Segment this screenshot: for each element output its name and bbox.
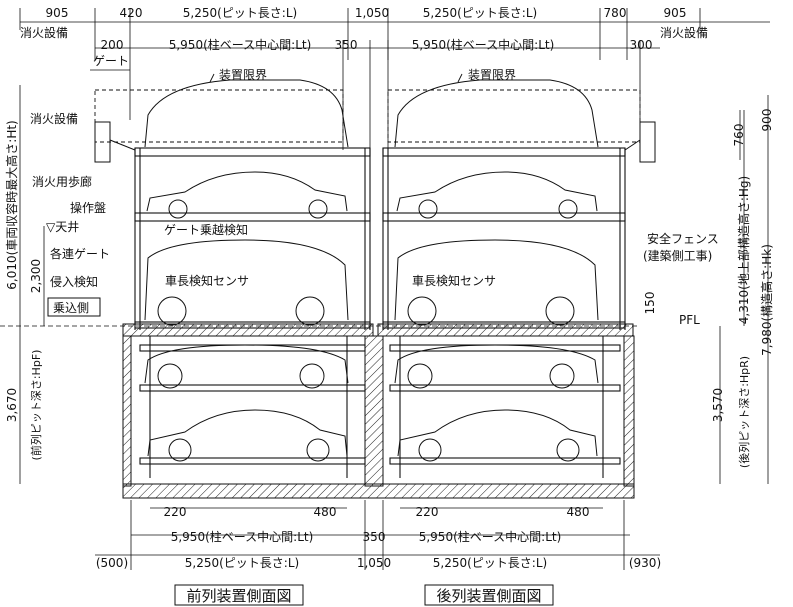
front-machine-frame [134, 147, 371, 478]
rear-machine-frame [382, 147, 626, 478]
front-caption-box [174, 584, 304, 606]
dim-905-right: 905 [664, 6, 687, 20]
dim-2300: 2,300 [29, 259, 43, 293]
dim-pit-length-rear-bottom: 5,250(ピット長さ:L) [433, 556, 547, 570]
dim-rear-pit-depth-label: (後列ピット深さ:HpR) [737, 356, 751, 468]
device-limit-outline [94, 89, 641, 143]
ground-and-pit [0, 323, 640, 499]
dim-780: 780 [604, 6, 627, 20]
dim-480-front: 480 [314, 505, 337, 519]
dim-column-span-front-bottom: 5,950(柱ベース中心間:Lt) [171, 529, 314, 544]
limit-leader-rear [457, 73, 463, 83]
fire-equipment-label: 消火設備 [30, 111, 78, 126]
operation-panel-label: 操作盤 [70, 200, 106, 215]
dim-200: 200 [101, 38, 124, 52]
rear-caption-box [424, 584, 554, 606]
dim-column-span-rear-top: 5,950(柱ベース中心間:Lt) [412, 37, 555, 52]
gate-label: ゲート [93, 54, 129, 68]
rear-cars [394, 79, 599, 462]
dim-220-front: 220 [164, 505, 187, 519]
dim-150: 150 [643, 292, 657, 315]
dim-max-height-ht: 6,010(車両収容時最大高さ:Ht) [4, 120, 19, 290]
dim-930: (930) [629, 556, 661, 570]
dim-420: 420 [120, 6, 143, 20]
front-cars [144, 79, 349, 462]
gates-label: 各連ゲート [50, 246, 110, 261]
bottom-dimension-lines [95, 500, 660, 570]
dim-structure-height-hk: 7,980(構造高さ:Hk) [759, 244, 774, 356]
ceiling-label: ▽天井 [46, 220, 79, 234]
fire-walkway-label: 消火用歩廊 [32, 174, 92, 189]
dim-350-top: 350 [335, 38, 358, 52]
fire-equipment-boxes [94, 121, 656, 163]
length-sensor-front-label: 車長検知センサ [165, 274, 249, 288]
device-limit-front: 装置限界 [219, 68, 267, 82]
dim-760: 760 [732, 124, 746, 147]
dim-pit-length-front-top: 5,250(ピット長さ:L) [183, 6, 297, 20]
dim-300: 300 [630, 38, 653, 52]
device-limit-rear: 装置限界 [468, 68, 516, 82]
dim-905-left: 905 [46, 6, 69, 20]
dim-350-bottom: 350 [363, 530, 386, 544]
front-elevation-caption: 前列装置側面図 [186, 587, 291, 605]
dim-pit-length-rear-top: 5,250(ピット長さ:L) [423, 6, 537, 20]
boarding-side-box [47, 297, 101, 317]
dim-480-rear: 480 [567, 505, 590, 519]
dim-500: (500) [96, 556, 128, 570]
dim-1050-bottom: 1,050 [357, 556, 391, 570]
rear-elevation-caption: 後列装置側面図 [436, 587, 541, 605]
top-dimension-lines [19, 8, 770, 150]
left-dimension-lines [19, 85, 45, 484]
dim-pit-length-front-bottom: 5,250(ピット長さ:L) [185, 556, 299, 570]
dim-3570: 3,570 [711, 388, 725, 422]
dim-above-ground-height-hg: 4,310(地上部構造高さ:Hg) [736, 176, 751, 324]
dim-1050-top: 1,050 [355, 6, 389, 20]
gate-cross-detect-label: ゲート乗越検知 [164, 223, 248, 237]
safety-fence-label: 安全フェンス [647, 231, 719, 246]
fire-equipment-top-left: 消火設備 [20, 25, 68, 40]
limit-leader-front [209, 73, 215, 83]
pfl-label: PFL [679, 313, 700, 327]
length-sensor-rear-label: 車長検知センサ [412, 274, 496, 288]
dim-column-span-front-top: 5,950(柱ベース中心間:Lt) [169, 37, 312, 52]
dim-220-rear: 220 [416, 505, 439, 519]
dim-column-span-rear-bottom: 5,950(柱ベース中心間:Lt) [419, 529, 562, 544]
safety-fence-note: (建築側工事) [643, 248, 712, 263]
boarding-side-label: 乗込側 [53, 301, 89, 315]
right-dimension-lines [719, 95, 769, 484]
dim-900: 900 [760, 109, 774, 132]
dim-front-pit-depth-label: (前列ピット深さ:HpF) [29, 350, 43, 461]
intrusion-detect-label: 侵入検知 [50, 274, 98, 289]
fire-equipment-top-right: 消火設備 [660, 25, 708, 40]
dim-3670: 3,670 [5, 388, 19, 422]
